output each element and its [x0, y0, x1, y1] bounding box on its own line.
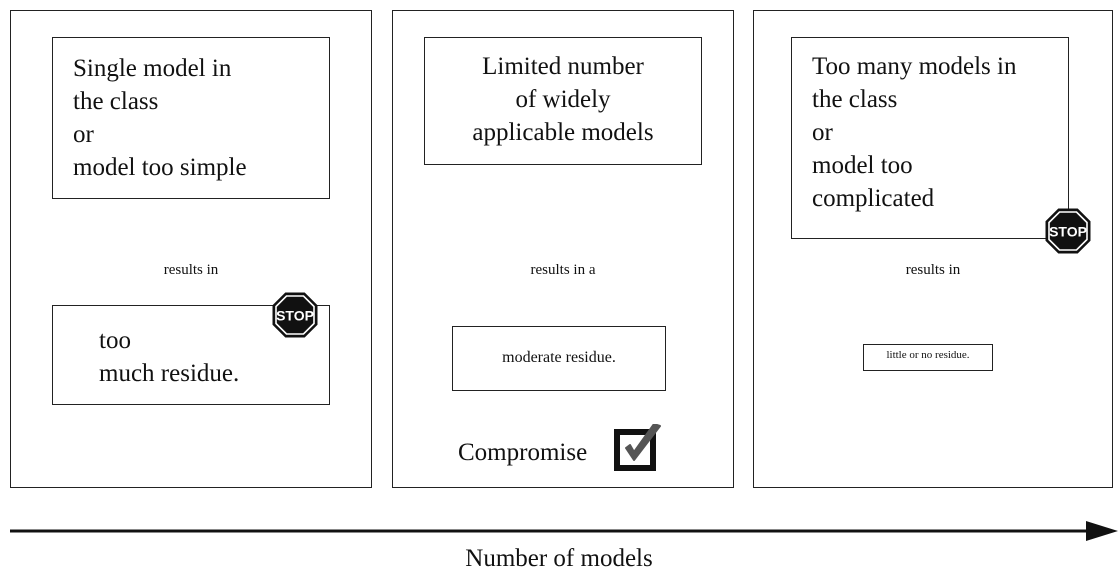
panel-single-model — [10, 10, 372, 488]
stop-sign-text: STOP — [1049, 224, 1087, 240]
arrow-right-icon — [10, 519, 1118, 543]
compromise-label: Compromise — [458, 439, 588, 466]
model-box-limited: Limited number of widely applicable mode… — [424, 37, 702, 165]
residue-box-too-much: too much residue. — [52, 305, 330, 405]
connector-text: results in a — [530, 262, 596, 278]
model-line: of widely — [515, 86, 611, 113]
model-line: Limited number — [482, 53, 644, 80]
model-line: or — [812, 119, 833, 146]
residue-box-moderate: moderate residue. — [452, 326, 666, 391]
stop-sign-icon: STOP — [272, 292, 318, 338]
stop-sign-text: STOP — [276, 308, 314, 324]
connector-text: results in — [163, 262, 219, 278]
model-line: model too — [812, 152, 913, 179]
residue-box-little: little or no residue. — [863, 344, 993, 371]
model-line: the class — [73, 88, 159, 115]
model-line: or — [73, 121, 94, 148]
residue-line: too — [99, 327, 131, 354]
checkmark-box-icon — [614, 424, 666, 472]
model-line: the class — [812, 86, 898, 113]
model-line: Too many models in — [812, 53, 1017, 80]
axis-label: Number of models — [465, 545, 653, 572]
model-box-single: Single model in the class or model too s… — [52, 37, 330, 199]
residue-text: little or no residue. — [886, 349, 970, 361]
model-line: Single model in — [73, 55, 232, 82]
stop-sign-icon: STOP — [1045, 208, 1091, 254]
model-line: complicated — [812, 185, 935, 212]
residue-text: moderate residue. — [502, 349, 616, 366]
panel-limited-models — [392, 10, 734, 488]
model-line: applicable models — [472, 119, 654, 146]
model-line: model too simple — [73, 154, 247, 181]
model-box-too-many: Too many models in the class or model to… — [791, 37, 1069, 239]
residue-line: much residue. — [99, 360, 240, 387]
connector-text: results in — [905, 262, 961, 278]
panel-too-many-models — [753, 10, 1113, 488]
